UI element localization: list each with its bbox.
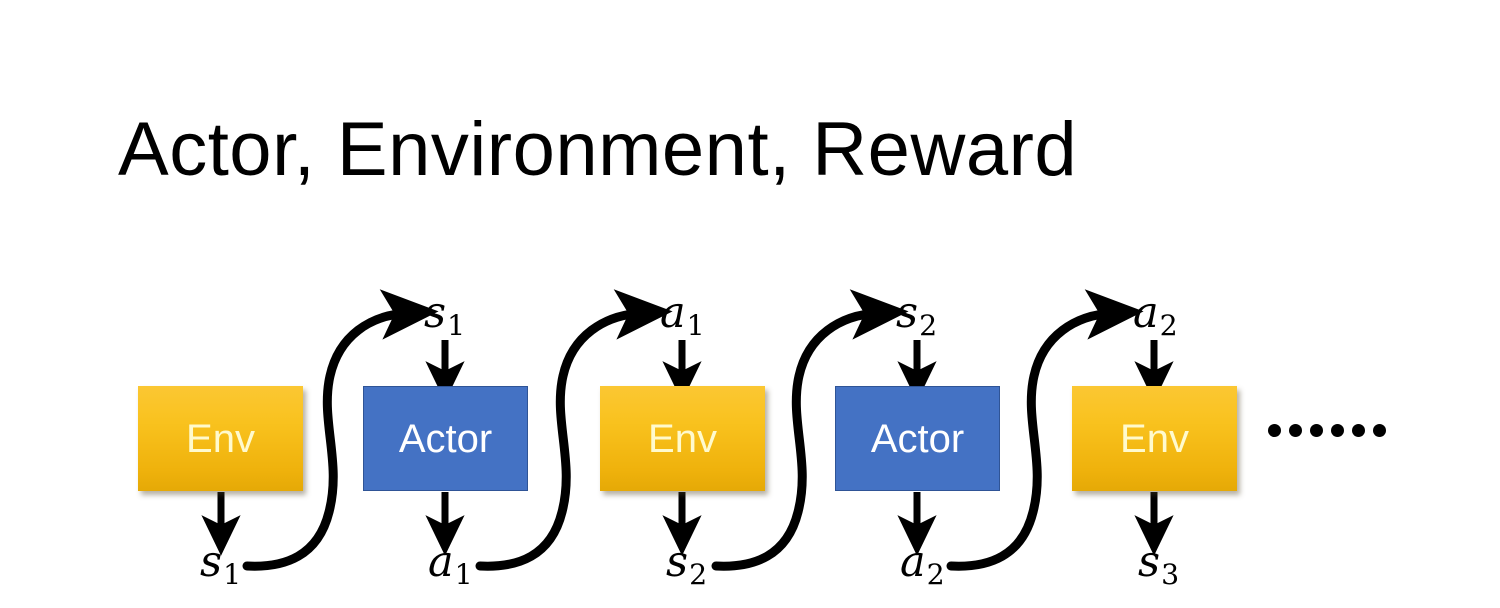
symbol: s [666,537,689,587]
node-env-2[interactable]: Env [600,386,765,491]
label-top-a1: a1 [660,292,705,340]
ellipsis-continuation [1268,424,1386,437]
ellipsis-group-1 [1268,424,1323,437]
node-env-3[interactable]: Env [1072,386,1237,491]
ellipsis-dot [1268,424,1281,437]
node-label: Actor [870,416,965,461]
node-actor-1[interactable]: Actor [363,386,528,491]
label-bottom-a1: a1 [428,541,473,589]
subscript: 1 [223,557,242,591]
node-actor-2[interactable]: Actor [835,386,1000,491]
node-label: Env [1120,416,1189,461]
label-bottom-s3: s3 [1138,541,1179,589]
symbol: s [896,288,919,338]
node-label: Env [648,416,717,461]
symbol: s [424,288,447,338]
subscript: 1 [686,308,705,342]
page-title: Actor, Environment, Reward [118,107,1078,192]
subscript: 1 [447,308,466,342]
arrow-down-group [425,340,1174,402]
symbol: a [900,537,926,587]
ellipsis-dot [1310,424,1323,437]
label-bottom-s1: s1 [200,541,241,589]
ellipsis-dot [1373,424,1386,437]
label-bottom-s2: s2 [666,541,707,589]
node-env-1[interactable]: Env [138,386,303,491]
subscript: 1 [454,557,473,591]
symbol: a [660,288,686,338]
ellipsis-dot [1352,424,1365,437]
subscript: 3 [1161,557,1180,591]
ellipsis-dot [1331,424,1344,437]
symbol: s [1138,537,1161,587]
subscript: 2 [926,557,945,591]
label-top-s2: s2 [896,292,937,340]
subscript: 2 [689,557,708,591]
subscript: 2 [1159,308,1178,342]
node-label: Actor [398,416,493,461]
symbol: s [200,537,223,587]
label-top-s1: s1 [424,292,465,340]
ellipsis-group-2 [1331,424,1386,437]
curved-connector-group [242,289,1144,571]
label-top-a2: a2 [1133,292,1178,340]
symbol: a [1133,288,1159,338]
arrow-down-out-group [201,492,1174,556]
subscript: 2 [919,308,938,342]
node-label: Env [186,416,255,461]
label-bottom-a2: a2 [900,541,945,589]
symbol: a [428,537,454,587]
ellipsis-dot [1289,424,1302,437]
